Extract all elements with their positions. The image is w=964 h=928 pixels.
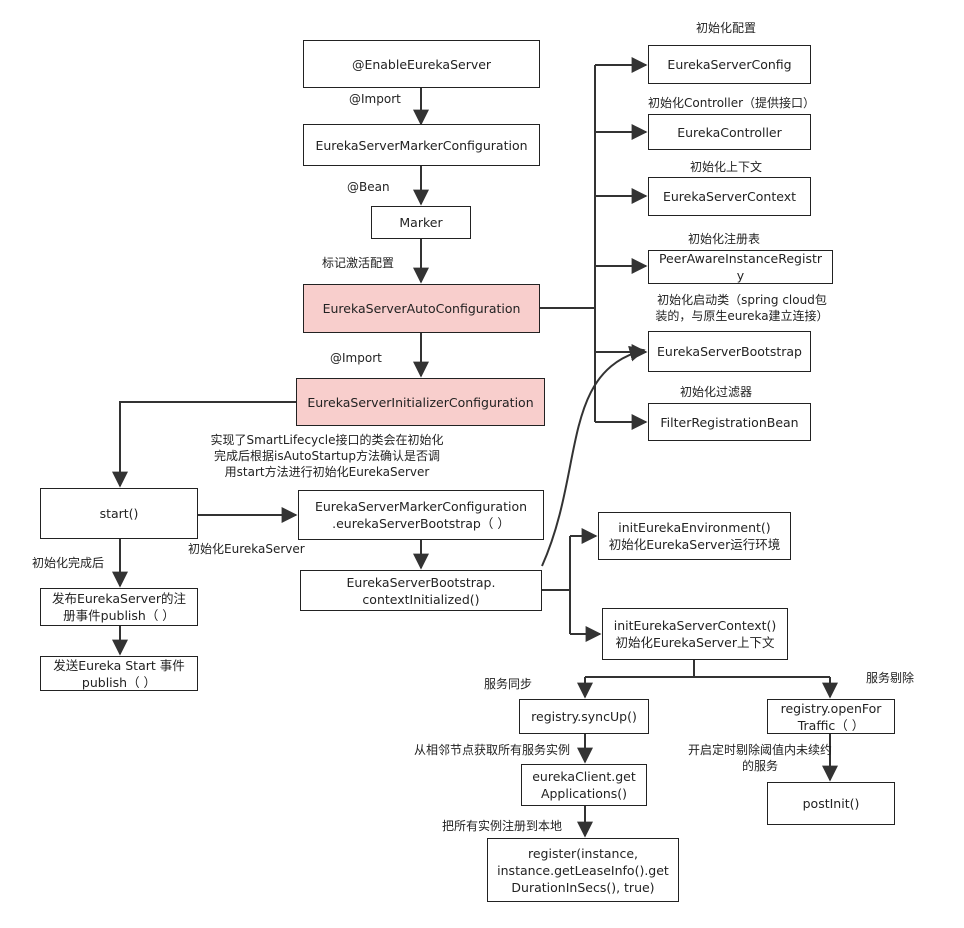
marker-box: Marker <box>371 206 471 239</box>
registry-open-for-traffic-box: registry.openFor Traffic（ ） <box>767 699 895 734</box>
bean-label: @Bean <box>347 180 390 194</box>
init-complete-label: 初始化完成后 <box>32 556 105 570</box>
init-server-context-box: initEurekaServerContext() 初始化EurekaServe… <box>602 608 788 660</box>
start-eviction-timer-label: 开启定时剔除阈值内未续约 的服务 <box>687 743 832 773</box>
fetch-from-peers-label: 从相邻节点获取所有服务实例 <box>414 743 571 757</box>
peer-aware-registry-box: PeerAwareInstanceRegistr y <box>648 250 833 284</box>
init-context-label: 初始化上下文 <box>690 160 763 174</box>
arrow-initializer-to-start <box>112 401 296 488</box>
eureka-controller-box: EurekaController <box>648 114 811 150</box>
mark-activate-config-label: 标记激活配置 <box>322 256 395 270</box>
import-label-2: @Import <box>330 351 382 365</box>
init-registry-label: 初始化注册表 <box>688 232 761 246</box>
init-environment-box: initEurekaEnvironment() 初始化EurekaServer运… <box>598 512 791 560</box>
publish-event-box: 发布EurekaServer的注 册事件publish（ ） <box>40 588 198 626</box>
filter-registration-bean-box: FilterRegistrationBean <box>648 403 811 441</box>
init-config-label: 初始化配置 <box>696 21 757 35</box>
init-controller-label: 初始化Controller（提供接口） <box>648 96 816 110</box>
service-sync-label: 服务同步 <box>484 677 533 691</box>
arrow-context-init-to-bootstrap <box>541 345 646 567</box>
server-config-box: EurekaServerConfig <box>648 45 811 84</box>
post-init-box: postInit() <box>767 782 895 825</box>
registry-sync-up-box: registry.syncUp() <box>519 699 649 734</box>
register-instance-box: register(instance, instance.getLeaseInfo… <box>487 838 679 902</box>
start-box: start() <box>40 488 198 539</box>
send-start-event-box: 发送Eureka Start 事件 publish（ ） <box>40 656 198 691</box>
marker-configuration-box: EurekaServerMarkerConfiguration <box>303 124 540 166</box>
init-filter-label: 初始化过滤器 <box>680 385 753 399</box>
server-context-box: EurekaServerContext <box>648 177 811 216</box>
initializer-configuration-box: EurekaServerInitializerConfiguration <box>296 378 545 426</box>
init-bootstrap-class-label: 初始化启动类（spring cloud包 装的，与原生eureka建立连接） <box>655 293 829 323</box>
smart-lifecycle-note: 实现了SmartLifecycle接口的类会在初始化 完成后根据isAutoSt… <box>210 433 444 479</box>
register-locally-label: 把所有实例注册到本地 <box>442 819 563 833</box>
client-get-applications-box: eurekaClient.get Applications() <box>521 764 647 806</box>
import-label-1: @Import <box>349 92 401 106</box>
auto-configuration-box: EurekaServerAutoConfiguration <box>303 284 540 333</box>
marker-config-bootstrap-box: EurekaServerMarkerConfiguration .eurekaS… <box>298 490 544 540</box>
service-eviction-label: 服务剔除 <box>866 671 915 685</box>
init-eureka-server-label: 初始化EurekaServer <box>188 542 305 556</box>
enable-eureka-server-box: @EnableEurekaServer <box>303 40 540 88</box>
server-bootstrap-box: EurekaServerBootstrap <box>648 331 811 372</box>
bootstrap-context-initialized-box: EurekaServerBootstrap. contextInitialize… <box>300 570 542 611</box>
